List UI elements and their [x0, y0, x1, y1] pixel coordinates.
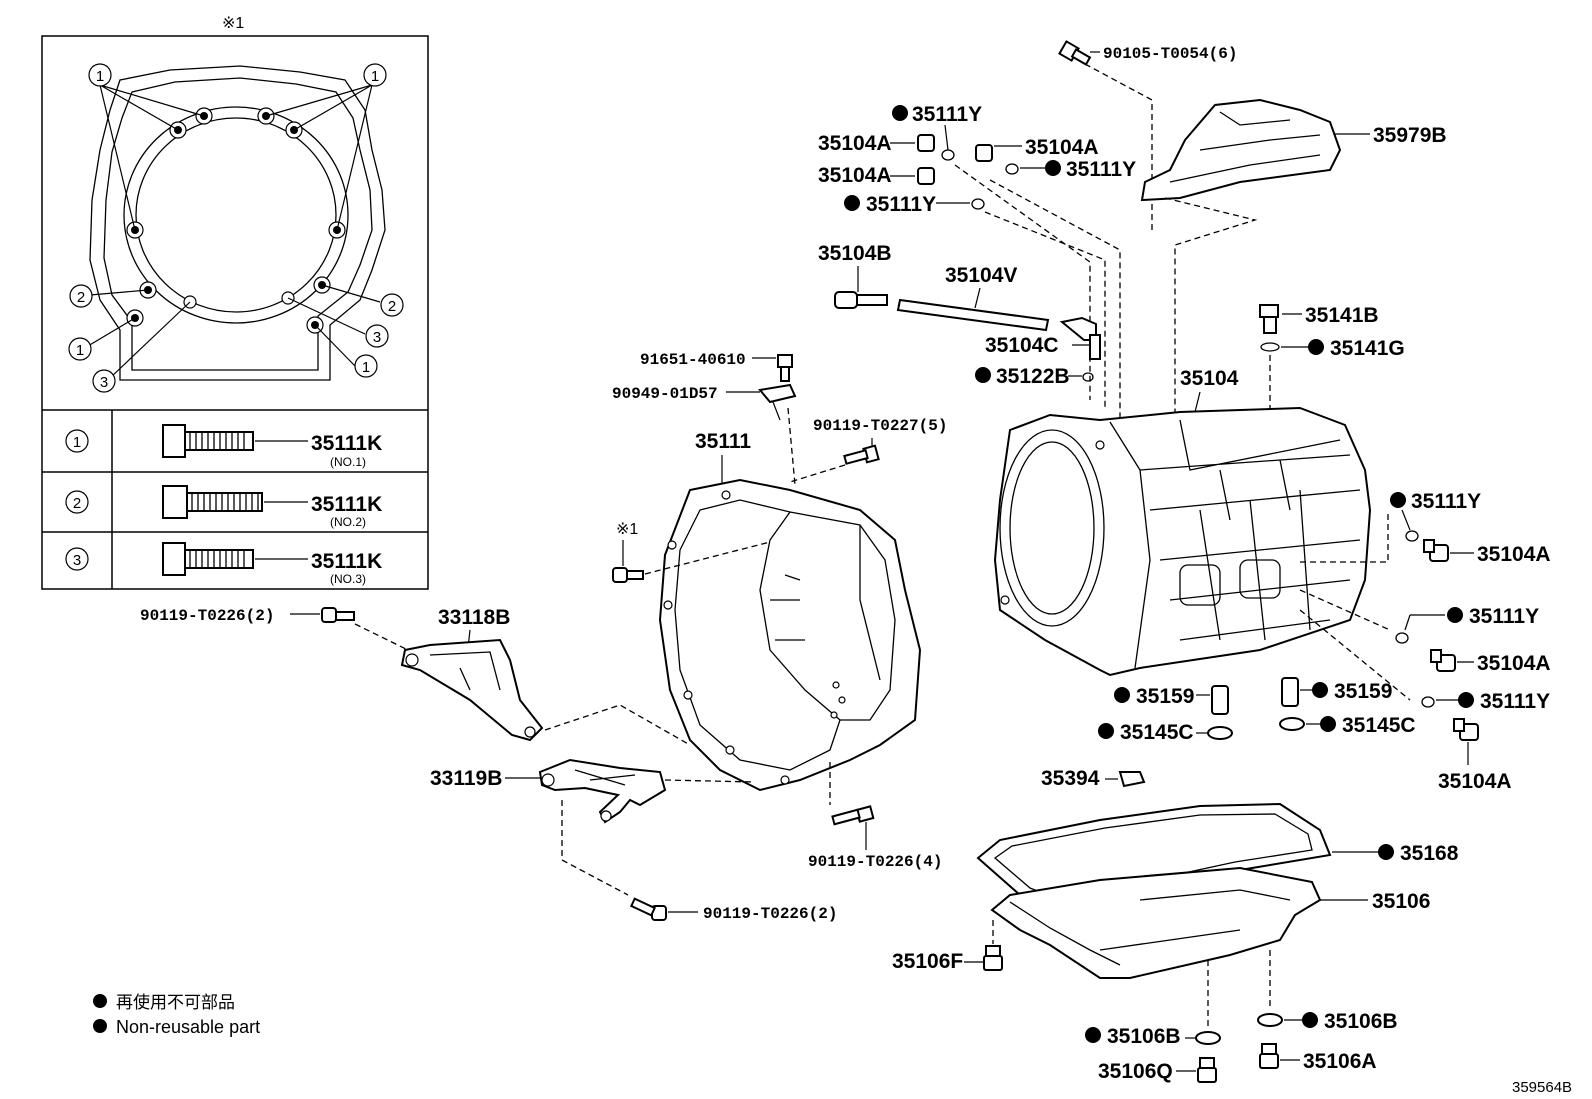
part-label: (NO.2) [330, 515, 366, 529]
bolts-bell-housing: 91651-40610 90949-01D57 90119-T0227(5) ※… [612, 351, 947, 871]
part-label: 90119-T0227(5) [813, 417, 947, 435]
part-label: 35168 [1400, 842, 1459, 865]
inset-legend-row-3: 3 35111K (NO.3) [65, 542, 382, 586]
part-label: (NO.1) [330, 455, 366, 469]
part-label: 35106 [1372, 890, 1430, 913]
bell-housing-gasket-face [87, 65, 386, 381]
bolt-no3-part-number: 35111K [311, 550, 382, 573]
plugs-35159: 35159 35145C 35159 35145C [1098, 677, 1416, 744]
inset-panel: ※1 [41, 15, 429, 590]
part-label: 1 [96, 68, 104, 85]
part-label: 35111Y [1066, 158, 1136, 181]
part-label: 35106Q [1098, 1060, 1173, 1083]
part-label: 35159 [1334, 680, 1392, 703]
inset-callouts: 1 1 1 1 2 2 3 3 [68, 63, 404, 393]
part-label: 2 [73, 495, 81, 512]
part-label: 35106B [1324, 1010, 1398, 1033]
bracket-33118B: 90119-T0226(2) 33118B [140, 606, 691, 746]
transmission-case-35104: 35104 [993, 367, 1372, 677]
part-label: 35104C [985, 334, 1059, 357]
part-label: 35111Y [912, 103, 982, 126]
bracket-33119B: 33119B 90119-T0226(2) [430, 758, 837, 923]
part-35394: 35394 [1041, 767, 1146, 790]
part-label: 33119B [430, 767, 502, 790]
part-label: 3 [100, 374, 108, 391]
part-label: 35104A [1477, 652, 1551, 675]
inset-legend-row-2: 2 35111K (NO.2) [65, 485, 382, 529]
part-label: (NO.3) [330, 572, 366, 586]
part-label: 35104A [1025, 136, 1099, 159]
non-reusable-legend: 再使用不可部品 Non-reusable part [93, 992, 260, 1037]
bell-housing-35111: 35111 [658, 430, 922, 792]
inset-mark: ※1 [222, 15, 244, 32]
part-label: 3 [73, 552, 81, 569]
cover-35979B: 35979B [1140, 98, 1447, 420]
part-label: 35104 [1180, 367, 1239, 390]
part-label: 91651-40610 [640, 351, 746, 369]
top-plug-cluster: 35111Y 35104A 35104A 35111Y 35104A 35111… [818, 103, 1136, 420]
part-label: 1 [371, 68, 379, 85]
part-label: 33118B [438, 606, 510, 629]
diagram-id: 359564B [1512, 1079, 1572, 1096]
part-label: 35111Y [1411, 490, 1481, 513]
inset-legend-row-1: 1 35111K (NO.1) [65, 424, 382, 469]
part-label: 3 [373, 329, 381, 346]
part-label: 35104A [818, 164, 892, 187]
bolt-no2-part-number: 35111K [311, 493, 382, 516]
legend-en: Non-reusable part [116, 1017, 260, 1037]
part-label: 2 [77, 289, 85, 306]
part-label: 35104A [1438, 770, 1512, 793]
part-label: 35104A [1477, 543, 1551, 566]
part-label: 35141G [1330, 337, 1405, 360]
part-label: 35159 [1136, 685, 1194, 708]
part-label: 35104B [818, 242, 892, 265]
part-label: 1 [362, 359, 370, 376]
part-label: 1 [76, 342, 84, 359]
inset-bolt-holes [126, 107, 346, 334]
plug-35141B: 35141B 35141G [1259, 304, 1405, 420]
part-label: 90119-T0226(2) [140, 607, 274, 625]
part-label: 35106B [1107, 1025, 1181, 1048]
part-label: 35111Y [1469, 605, 1539, 628]
part-label: 90949-01D57 [612, 385, 718, 403]
part-label: 35104A [818, 132, 892, 155]
part-label: 35122B [996, 365, 1070, 388]
pipe-and-connector-parts: 35104B 35104V 35104C 35122B [818, 242, 1101, 388]
part-label: 35111Y [866, 193, 936, 216]
bolt-no1-part-number: 35111K [311, 432, 382, 455]
part-label: 35145C [1120, 721, 1194, 744]
right-side-plugs: 35111Y 35104A 35111Y 35104A 35111Y 35104… [1299, 490, 1551, 793]
part-label: 35111Y [1480, 690, 1550, 713]
part-label: 2 [388, 298, 396, 315]
oil-pan-35106: 35106 [990, 866, 1430, 1028]
part-label: 1 [73, 434, 81, 451]
part-label: 35394 [1041, 767, 1100, 790]
part-label: 90105-T0054(6) [1103, 45, 1237, 63]
part-label: 35979B [1373, 124, 1447, 147]
part-label: 35111 [695, 430, 751, 453]
part-label: 35141B [1305, 304, 1379, 327]
legend-jp: 再使用不可部品 [116, 992, 235, 1012]
part-label: 35106A [1303, 1050, 1377, 1073]
bolt-mark-1: ※1 [616, 521, 638, 538]
oil-pan-hardware: 35106F 35106B 35106B 35106A 35106Q [892, 920, 1398, 1083]
part-label: 90119-T0226(4) [808, 853, 942, 871]
part-label: 90119-T0226(2) [703, 905, 837, 923]
part-label: 35104V [945, 264, 1017, 287]
part-label: 35145C [1342, 714, 1416, 737]
part-label: 35106F [892, 950, 963, 973]
